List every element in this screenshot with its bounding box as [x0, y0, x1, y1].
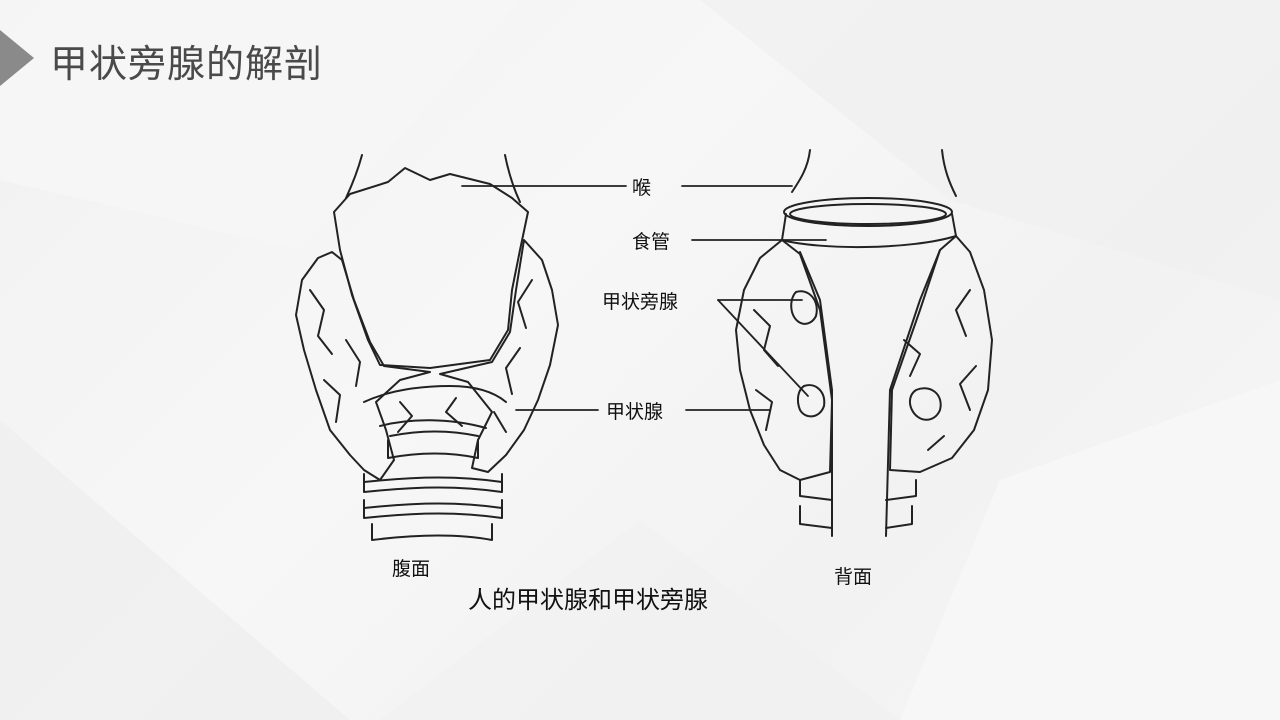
leader-lines [461, 185, 827, 411]
label-esophagus: 食管 [632, 231, 671, 253]
label-dorsal-view: 背面 [834, 566, 873, 588]
label-larynx: 喉 [632, 177, 652, 199]
dorsal-view-drawing [735, 149, 993, 537]
thyroid-parathyroid-figure: 喉 食管 甲状旁腺 甲状腺 腹面 背面 人的甲状腺和甲状旁腺 [280, 140, 1020, 620]
title-marker-triangle [0, 30, 34, 86]
ventral-view-drawing [295, 154, 559, 541]
figure-caption: 人的甲状腺和甲状旁腺 [468, 586, 708, 614]
label-thyroid: 甲状腺 [606, 401, 664, 423]
label-ventral-view: 腹面 [392, 558, 431, 580]
label-parathyroid: 甲状旁腺 [602, 291, 679, 313]
page-title: 甲状旁腺的解剖 [50, 42, 324, 86]
